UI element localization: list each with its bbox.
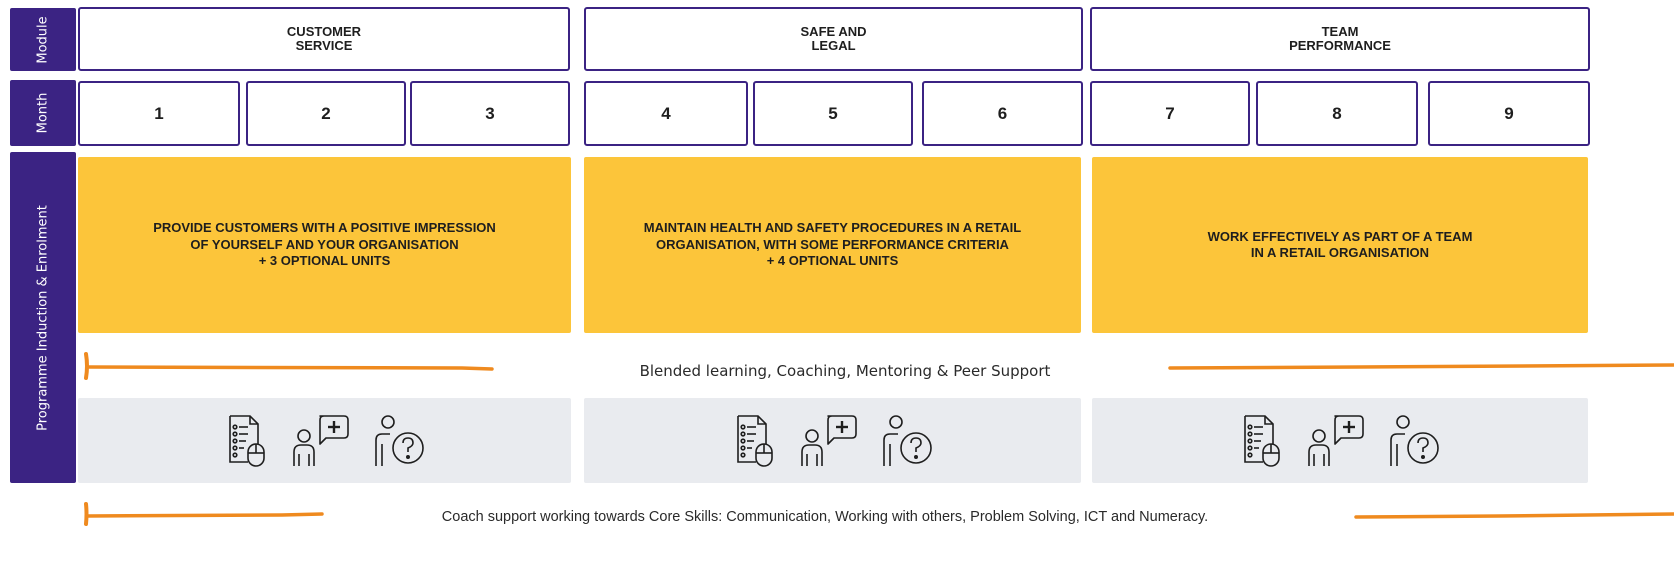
checklist-mouse-icon xyxy=(228,414,265,467)
month-number: 2 xyxy=(321,103,331,123)
month-number: 8 xyxy=(1332,103,1342,123)
unit-box-safe-and-legal: MAINTAIN HEALTH AND SAFETY PROCEDURES IN… xyxy=(584,157,1081,333)
person-question-icon xyxy=(882,414,932,466)
module-label: CUSTOMER SERVICE xyxy=(286,24,362,53)
coach-plus-icon xyxy=(292,414,349,466)
icon-box-team-performance xyxy=(1092,398,1588,483)
brush-stroke-bottom-left xyxy=(84,502,324,526)
brush-stroke-left xyxy=(84,352,494,380)
month-number: 7 xyxy=(1165,103,1175,123)
coach-plus-icon xyxy=(1308,414,1364,466)
person-question-icon xyxy=(374,414,424,466)
coach-plus-icon xyxy=(800,414,857,466)
month-cell: 2 xyxy=(246,81,406,146)
brush-stroke-right xyxy=(1168,363,1674,370)
blended-learning-caption: Blended learning, Coaching, Mentoring & … xyxy=(639,362,1051,380)
month-cell: 7 xyxy=(1090,81,1250,146)
module-label: TEAM PERFORMANCE xyxy=(1289,24,1391,53)
month-cell: 3 xyxy=(410,81,570,146)
module-team-performance: TEAM PERFORMANCE xyxy=(1090,7,1590,71)
unit-box-team-performance: WORK EFFECTIVELY AS PART OF A TEAM IN A … xyxy=(1092,157,1588,333)
module-customer-service: CUSTOMER SERVICE xyxy=(78,7,570,71)
icon-box-safe-and-legal xyxy=(584,398,1081,483)
month-side-label: Month xyxy=(10,80,76,146)
icon-box-customer-service xyxy=(78,398,571,483)
month-number: 3 xyxy=(485,103,495,123)
month-number: 5 xyxy=(828,103,838,123)
module-safe-and-legal: SAFE AND LEGAL xyxy=(584,7,1083,71)
module-side-label: Module xyxy=(10,8,76,71)
month-cell: 1 xyxy=(78,81,240,146)
month-cell: 5 xyxy=(753,81,913,146)
month-side-text: Month xyxy=(35,92,51,134)
programme-side-label: Programme Induction & Enrolment xyxy=(10,152,76,483)
month-number: 1 xyxy=(154,103,164,123)
month-number: 9 xyxy=(1504,103,1514,123)
checklist-mouse-icon xyxy=(736,414,773,467)
month-cell: 6 xyxy=(922,81,1083,146)
month-cell: 9 xyxy=(1428,81,1590,146)
programme-side-text: Programme Induction & Enrolment xyxy=(35,204,51,431)
coach-support-caption: Coach support working towards Core Skill… xyxy=(441,509,1209,525)
month-number: 4 xyxy=(661,103,671,123)
month-cell: 8 xyxy=(1256,81,1418,146)
module-side-text: Module xyxy=(35,15,51,64)
unit-box-customer-service: PROVIDE CUSTOMERS WITH A POSITIVE IMPRES… xyxy=(78,157,571,333)
module-label: SAFE AND LEGAL xyxy=(800,24,867,53)
month-cell: 4 xyxy=(584,81,748,146)
checklist-mouse-icon xyxy=(1244,414,1280,467)
brush-stroke-bottom-right xyxy=(1354,512,1674,519)
month-number: 6 xyxy=(997,103,1008,123)
person-question-icon xyxy=(1390,414,1439,466)
